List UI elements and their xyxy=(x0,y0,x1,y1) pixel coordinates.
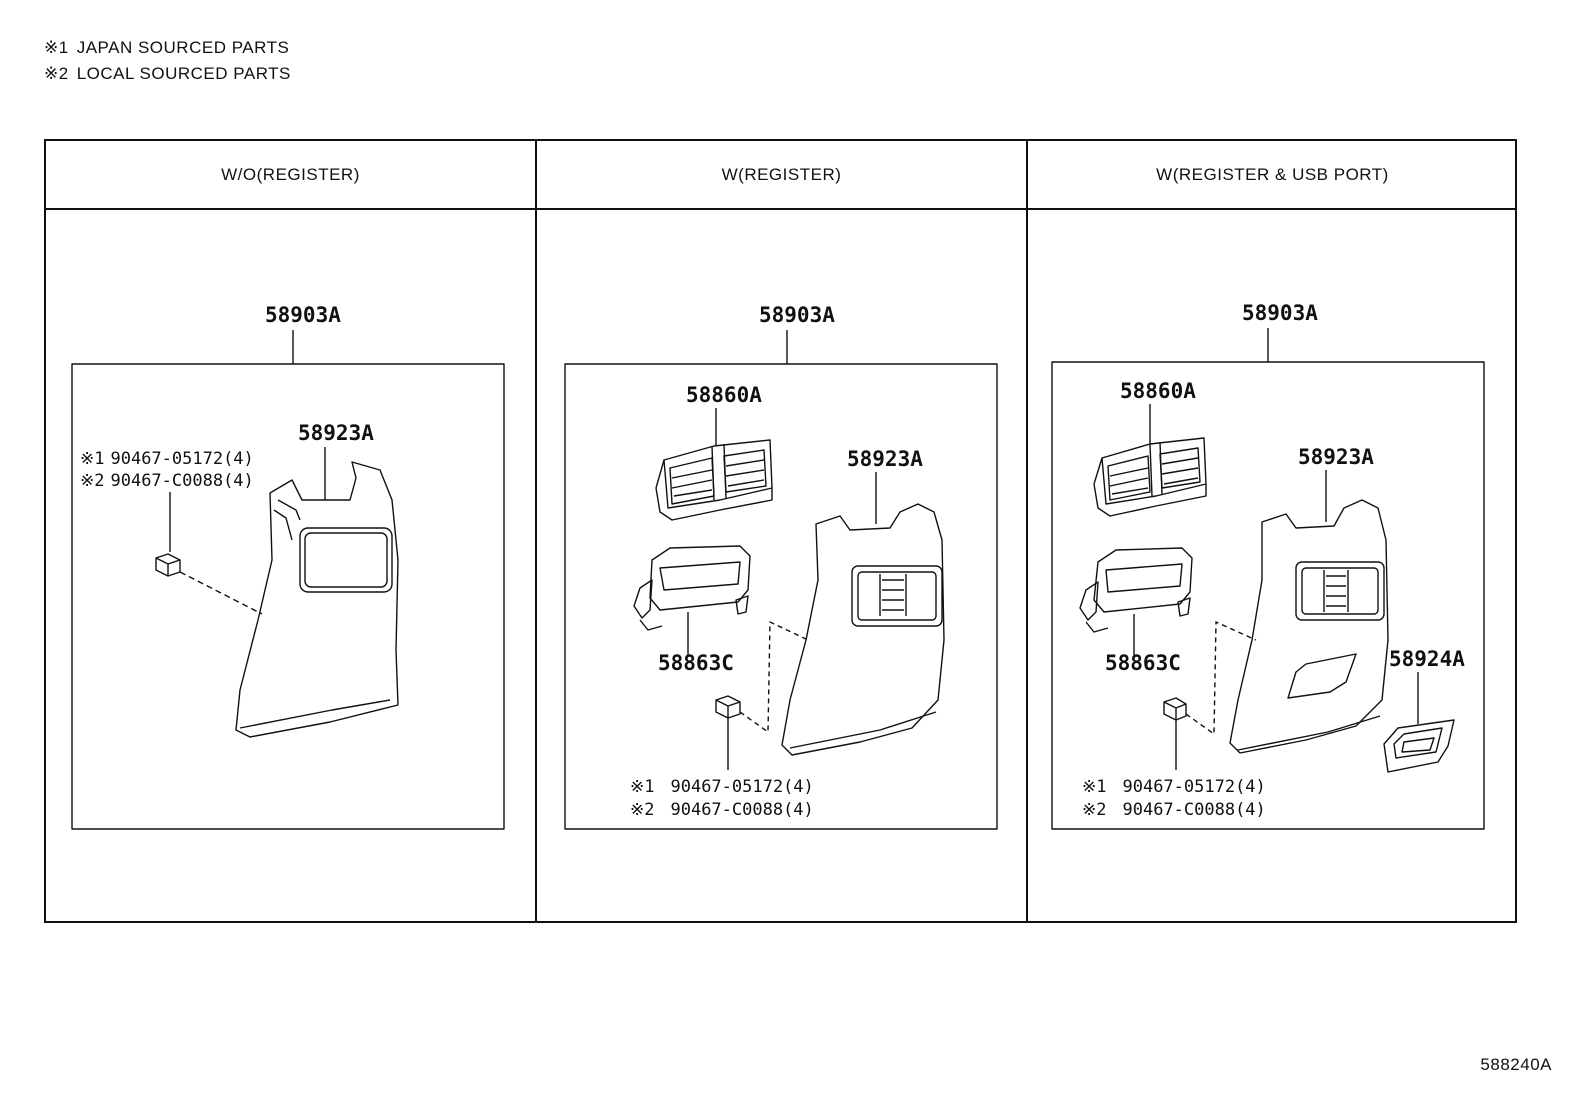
legend-local-sourced: ※2 LOCAL SOURCED PARTS xyxy=(44,64,291,84)
rear-console-panel xyxy=(235,461,399,738)
column-divider xyxy=(1026,141,1028,921)
note-symbol: ※2 xyxy=(630,800,654,820)
part-label-register: 58860A xyxy=(686,383,762,407)
note-symbol: ※2 xyxy=(1082,800,1106,820)
air-register xyxy=(655,439,773,521)
note-symbol: ※2 xyxy=(80,471,104,491)
register-bracket xyxy=(633,545,751,631)
dashed-leader xyxy=(739,621,809,733)
note-part-number: 90467-05172(4) xyxy=(1122,777,1265,797)
illustration-reference: 588240A xyxy=(1480,1055,1552,1074)
part-label-bracket: 58863C xyxy=(658,651,734,675)
part-label-panel: 58923A xyxy=(298,421,374,445)
legend-text: LOCAL SOURCED PARTS xyxy=(76,64,291,83)
column-header-w-register: W(REGISTER) xyxy=(721,165,842,184)
legend-text: JAPAN SOURCED PARTS xyxy=(76,38,290,57)
diagram-w-register: 58903A 58860A 58863C xyxy=(564,303,998,830)
header-divider xyxy=(46,208,1515,210)
note-symbol: ※1 xyxy=(1082,777,1106,797)
clip xyxy=(1163,697,1187,721)
legend-japan-sourced: ※1 JAPAN SOURCED PARTS xyxy=(44,38,289,58)
assembly-box xyxy=(564,363,998,830)
part-label-register: 58860A xyxy=(1120,379,1196,403)
register-bracket xyxy=(1079,547,1193,633)
part-label-usb-port: 58924A xyxy=(1389,647,1465,671)
part-label-bracket: 58863C xyxy=(1105,651,1181,675)
part-label-assembly: 58903A xyxy=(1242,301,1318,325)
note-part-number: 90467-C0088(4) xyxy=(110,471,253,491)
note-part-number: 90467-05172(4) xyxy=(670,777,813,797)
part-label-panel: 58923A xyxy=(1298,445,1374,469)
column-header-wo-register: W/O(REGISTER) xyxy=(221,165,360,184)
note-part-number: 90467-05172(4) xyxy=(110,449,253,469)
clip xyxy=(155,553,181,577)
rear-console-panel xyxy=(1229,499,1389,754)
column-divider xyxy=(535,141,537,921)
part-label-assembly: 58903A xyxy=(759,303,835,327)
column-header-w-register-usb: W(REGISTER & USB PORT) xyxy=(1156,165,1389,184)
note-part-number: 90467-C0088(4) xyxy=(1122,800,1265,820)
dashed-leader xyxy=(1185,621,1257,735)
part-label-assembly: 58903A xyxy=(265,303,341,327)
legend-symbol: ※1 xyxy=(44,38,69,57)
legend-symbol: ※2 xyxy=(44,64,69,83)
air-register xyxy=(1093,437,1207,517)
diagram-w-register-usb: 58903A 58860A 58863C xyxy=(1051,301,1485,830)
note-symbol: ※1 xyxy=(630,777,654,797)
part-label-panel: 58923A xyxy=(847,447,923,471)
clip xyxy=(715,695,741,719)
usb-port xyxy=(1383,719,1455,773)
note-part-number: 90467-C0088(4) xyxy=(670,800,813,820)
note-symbol: ※1 xyxy=(80,449,104,469)
diagram-wo-register: 58903A 58923A ※1 90467-05172(4) ※2 90467-C… xyxy=(71,303,505,830)
parts-table: W/O(REGISTER) W(REGISTER) W(REGISTER & U… xyxy=(44,139,1517,923)
rear-console-panel xyxy=(781,503,945,756)
assembly-box xyxy=(71,363,505,830)
assembly-box xyxy=(1051,361,1485,830)
dashed-leader xyxy=(179,571,263,615)
